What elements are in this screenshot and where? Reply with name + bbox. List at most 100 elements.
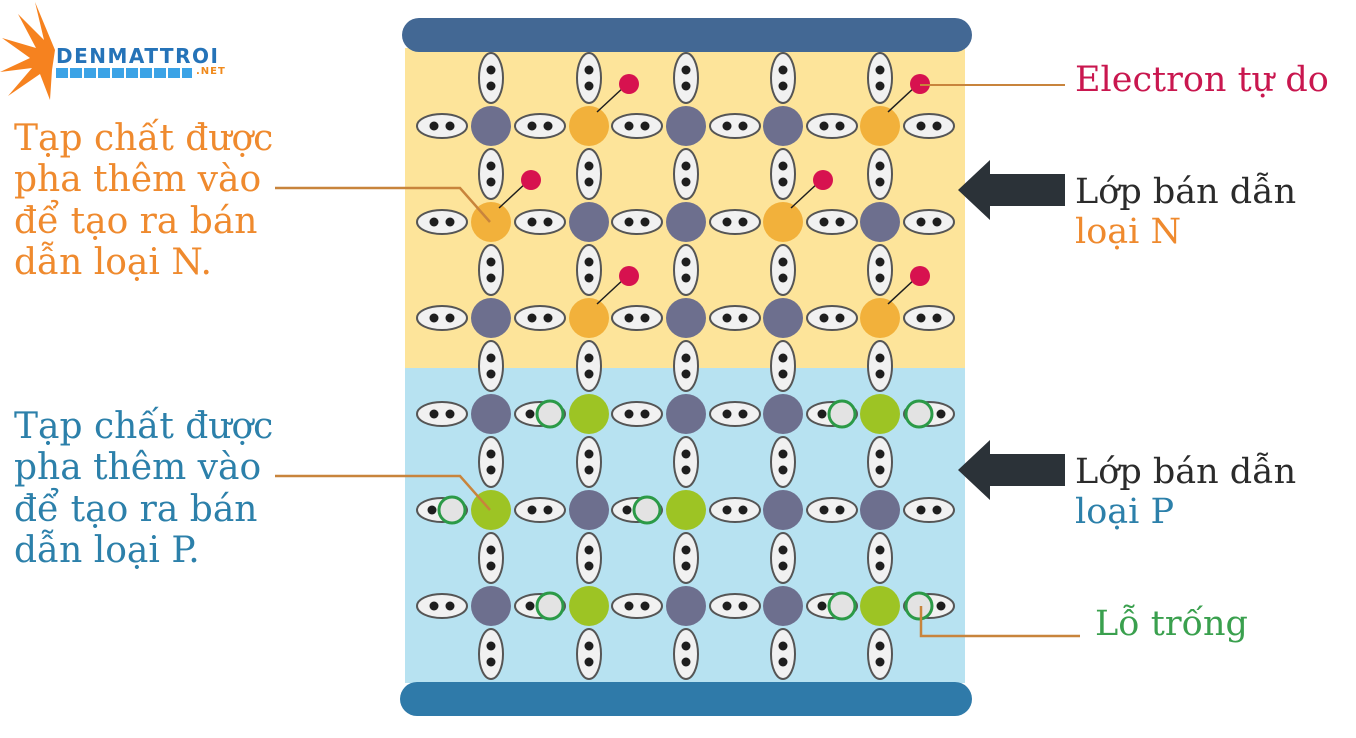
- covalent-bond: [867, 148, 893, 200]
- covalent-bond: [611, 401, 663, 427]
- bond-electron: [486, 177, 496, 187]
- covalent-bond: [478, 148, 504, 200]
- bond-electron: [778, 65, 788, 75]
- bond-electron: [817, 601, 827, 611]
- bond-electron: [445, 313, 455, 323]
- silicon-atom: [569, 202, 609, 242]
- bond-electron: [622, 505, 632, 515]
- bond-electron: [445, 121, 455, 131]
- bond-electron: [584, 657, 594, 667]
- bond-electron: [778, 273, 788, 283]
- acceptor-atom: [569, 586, 609, 626]
- bond-electron: [681, 561, 691, 571]
- bond-electron: [584, 273, 594, 283]
- bond-electron: [486, 81, 496, 91]
- acceptor-atom: [666, 490, 706, 530]
- covalent-bond: [709, 113, 761, 139]
- bond-electron: [681, 641, 691, 651]
- bond-electron: [875, 65, 885, 75]
- bond-electron: [640, 217, 650, 227]
- covalent-bond: [867, 532, 893, 584]
- bond-electron: [445, 217, 455, 227]
- covalent-bond: [478, 436, 504, 488]
- bond-electron: [835, 313, 845, 323]
- bond-electron: [543, 121, 553, 131]
- covalent-bond: [903, 497, 955, 523]
- covalent-bond: [611, 593, 663, 619]
- electron-tether: [790, 181, 820, 209]
- bond-electron: [584, 449, 594, 459]
- bond-electron: [916, 505, 926, 515]
- covalent-bond: [576, 244, 602, 296]
- free-electron: [521, 170, 541, 190]
- hole-label: Lỗ trống: [1095, 604, 1248, 644]
- acceptor-atom: [860, 394, 900, 434]
- bond-electron: [429, 313, 439, 323]
- bond-electron: [681, 449, 691, 459]
- bond-electron: [429, 121, 439, 131]
- hole: [827, 591, 857, 621]
- donor-atom: [763, 202, 803, 242]
- bond-electron: [527, 121, 537, 131]
- covalent-bond: [514, 209, 566, 235]
- bond-electron: [486, 465, 496, 475]
- bond-electron: [640, 121, 650, 131]
- donor-atom: [860, 298, 900, 338]
- covalent-bond: [709, 593, 761, 619]
- bond-electron: [486, 641, 496, 651]
- free-electron: [619, 74, 639, 94]
- covalent-bond: [514, 497, 566, 523]
- bond-electron: [778, 465, 788, 475]
- covalent-bond: [416, 593, 468, 619]
- bond-electron: [445, 601, 455, 611]
- bond-electron: [875, 273, 885, 283]
- bond-electron: [584, 561, 594, 571]
- bond-electron: [936, 409, 946, 419]
- covalent-bond: [611, 113, 663, 139]
- electron-tether: [596, 277, 626, 305]
- silicon-atom: [763, 106, 803, 146]
- bond-electron: [819, 217, 829, 227]
- covalent-bond: [478, 52, 504, 104]
- bond-electron: [624, 601, 634, 611]
- covalent-bond: [673, 244, 699, 296]
- covalent-bond: [478, 340, 504, 392]
- bond-electron: [932, 505, 942, 515]
- bond-electron: [875, 657, 885, 667]
- bond-electron: [640, 313, 650, 323]
- bond-electron: [624, 121, 634, 131]
- bond-electron: [584, 369, 594, 379]
- hole: [437, 495, 467, 525]
- bond-electron: [486, 657, 496, 667]
- bond-electron: [681, 161, 691, 171]
- bond-electron: [722, 601, 732, 611]
- covalent-bond: [770, 52, 796, 104]
- bond-electron: [738, 409, 748, 419]
- bond-electron: [819, 313, 829, 323]
- silicon-atom: [666, 394, 706, 434]
- free-electron-label: Electron tự do: [1075, 60, 1329, 100]
- donor-atom: [569, 298, 609, 338]
- bond-electron: [875, 161, 885, 171]
- covalent-bond: [770, 244, 796, 296]
- silicon-atom: [471, 586, 511, 626]
- bond-electron: [429, 217, 439, 227]
- silicon-atom: [860, 490, 900, 530]
- bond-electron: [681, 273, 691, 283]
- hole: [535, 399, 565, 429]
- bond-electron: [932, 313, 942, 323]
- bond-electron: [819, 505, 829, 515]
- covalent-bond: [514, 113, 566, 139]
- bond-electron: [640, 601, 650, 611]
- covalent-bond: [576, 340, 602, 392]
- bond-electron: [486, 561, 496, 571]
- covalent-bond: [867, 340, 893, 392]
- p-layer-label-line1: Lớp bán dẫn: [1075, 452, 1297, 492]
- bond-electron: [584, 257, 594, 267]
- silicon-atom: [666, 586, 706, 626]
- covalent-bond: [806, 113, 858, 139]
- bond-electron: [681, 465, 691, 475]
- bond-electron: [875, 641, 885, 651]
- covalent-bond: [673, 148, 699, 200]
- covalent-bond: [806, 209, 858, 235]
